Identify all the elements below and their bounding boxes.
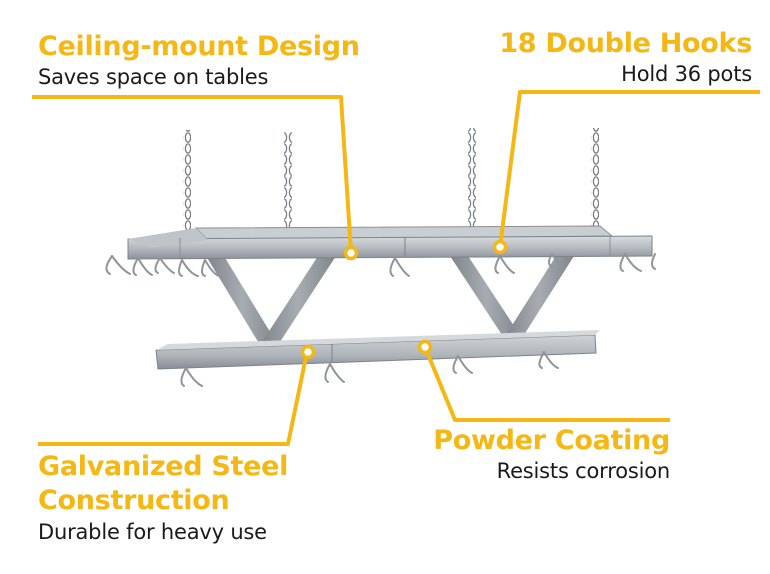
- upper-frame: [127, 225, 653, 260]
- feature-title: Powder Coating: [433, 425, 670, 456]
- strut: [206, 256, 278, 345]
- hook: [180, 367, 203, 387]
- hook: [105, 255, 131, 275]
- chain: [468, 128, 476, 240]
- hook: [389, 257, 410, 277]
- hook: [494, 255, 515, 274]
- chain: [284, 132, 292, 240]
- hook: [452, 355, 473, 374]
- feature-double-hooks: 18 Double Hooks Hold 36 pots: [499, 27, 752, 88]
- feature-title: Ceiling-mount Design: [38, 31, 360, 62]
- powder-callout-line: [423, 346, 670, 422]
- callout-dot: [417, 339, 433, 355]
- hook: [324, 363, 345, 383]
- strut: [450, 256, 522, 338]
- hook: [548, 253, 565, 268]
- feature-ceiling-mount: Ceiling-mount Design Saves space on tabl…: [38, 30, 360, 91]
- lower-bar: [155, 330, 600, 370]
- support-struts: [206, 256, 574, 345]
- callout-lines: [32, 90, 760, 446]
- hook: [154, 257, 175, 274]
- strut: [260, 256, 336, 345]
- double-hooks: [105, 253, 656, 387]
- chain: [591, 128, 599, 242]
- chain: [183, 130, 191, 242]
- strut: [504, 256, 574, 338]
- feature-description: Saves space on tables: [38, 65, 269, 89]
- feature-description: Hold 36 pots: [621, 62, 752, 86]
- feature-powder-coating: Powder Coating Resists corrosion: [433, 424, 670, 485]
- feature-description: Durable for heavy use: [38, 520, 267, 544]
- hook: [651, 253, 656, 270]
- steel-callout-line: [38, 351, 309, 446]
- ceiling-callout-line: [32, 95, 353, 253]
- hook: [201, 259, 220, 277]
- callout-dot: [492, 239, 508, 255]
- hooks-callout-line: [498, 90, 760, 248]
- hanging-chains: [183, 128, 599, 242]
- feature-galvanized-steel: Galvanized Steel Construction Durable fo…: [38, 450, 288, 546]
- hook: [538, 351, 559, 369]
- feature-title-line-2: Construction: [38, 485, 230, 516]
- feature-description: Resists corrosion: [496, 459, 671, 483]
- hook: [178, 259, 199, 277]
- hook: [619, 253, 642, 272]
- callout-dot: [300, 344, 316, 360]
- feature-title-line-1: Galvanized Steel: [38, 451, 289, 482]
- callout-dot: [343, 245, 359, 261]
- feature-title: 18 Double Hooks: [499, 28, 752, 59]
- hook: [132, 257, 153, 276]
- callout-dots: [300, 239, 508, 360]
